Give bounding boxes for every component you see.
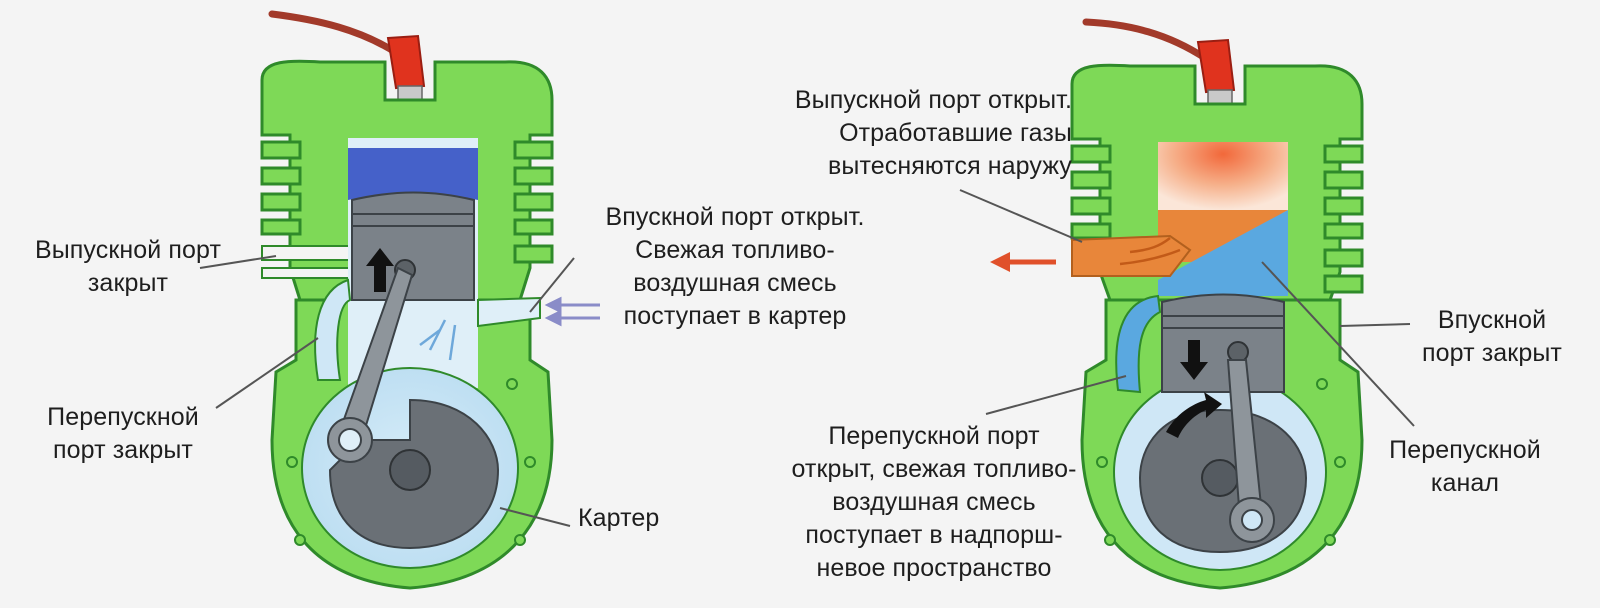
spark-plug-wire <box>1082 18 1209 62</box>
label-left-intake-open: Впускной порт открыт. Свежая топливо- во… <box>560 201 910 333</box>
label-right-exhaust-open: Выпускной порт открыт. Отработавшие газы… <box>700 84 1072 183</box>
piston-right <box>1161 293 1285 393</box>
label-line: Выпускной порт открыт. <box>794 86 1072 114</box>
cooling-fins-left <box>260 140 302 236</box>
mixture-flow-arrows <box>419 319 457 361</box>
label-line: Отработавшие газы <box>839 119 1072 147</box>
right-engine <box>990 18 1364 590</box>
label-line: невое пространство <box>816 554 1052 582</box>
label-left-transfer-closed: Перепускной порт закрыт <box>18 401 228 467</box>
cooling-fins-right <box>513 140 554 264</box>
label-line: порт закрыт <box>53 436 193 464</box>
piston-left <box>351 191 475 301</box>
crankshaft-left <box>327 398 500 550</box>
combustion-chamber <box>1158 142 1288 222</box>
exhaust-port-right <box>1071 234 1192 277</box>
label-line: открыт, свежая топливо- <box>791 455 1077 483</box>
spark-plug-wire <box>268 10 399 56</box>
intake-port-left <box>477 296 541 328</box>
piston-up-arrow-icon <box>366 248 394 292</box>
label-line: Впускной порт открыт. <box>605 203 865 231</box>
cooling-fins-left <box>1070 144 1112 240</box>
transfer-channel-right <box>1115 294 1162 394</box>
crankshaft-right <box>1138 408 1308 554</box>
label-left-exhaust-closed: Выпускной порт закрыт <box>8 234 248 300</box>
cooling-fins-right <box>1323 144 1364 294</box>
label-line: канал <box>1430 469 1500 497</box>
label-left-crankcase: Картер <box>578 502 708 535</box>
transfer-channel-left <box>314 278 352 381</box>
label-line: порт закрыт <box>1422 339 1562 367</box>
label-line: Перепускной <box>47 403 199 431</box>
label-line: Перепускной порт <box>828 422 1040 450</box>
label-line: поступает в надпорш- <box>805 521 1063 549</box>
spark-plug-icon <box>386 34 426 137</box>
piston-down-arrow-icon <box>1180 340 1208 380</box>
label-right-transfer-channel: Перепускной канал <box>1370 434 1560 500</box>
label-line: вытесняются наружу <box>828 152 1072 180</box>
exhaust-arrow-icon <box>990 252 1056 272</box>
label-line: воздушная смесь <box>633 269 837 297</box>
label-line: Впускной <box>1437 306 1547 334</box>
exhaust-port-left <box>261 245 351 261</box>
label-line: Перепускной <box>1389 436 1541 464</box>
left-engine <box>260 10 600 590</box>
label-line: Картер <box>578 504 660 532</box>
fresh-charge <box>1158 210 1288 296</box>
label-line: воздушная смесь <box>832 488 1036 516</box>
leader-lines <box>199 189 1415 527</box>
intake-arrow-icon <box>544 296 600 327</box>
label-line: поступает в картер <box>623 302 847 330</box>
label-line: закрыт <box>87 269 169 297</box>
compressed-mixture <box>348 148 478 200</box>
label-right-intake-closed: Впускной порт закрыт <box>1402 304 1582 370</box>
exhaust-gas <box>1158 210 1288 262</box>
rotation-arrow-icon <box>1166 392 1222 438</box>
label-line: Выпускной порт <box>34 236 222 264</box>
label-line: Свежая топливо- <box>635 236 835 264</box>
label-right-transfer-open: Перепускной порт открыт, свежая топливо-… <box>754 420 1114 585</box>
